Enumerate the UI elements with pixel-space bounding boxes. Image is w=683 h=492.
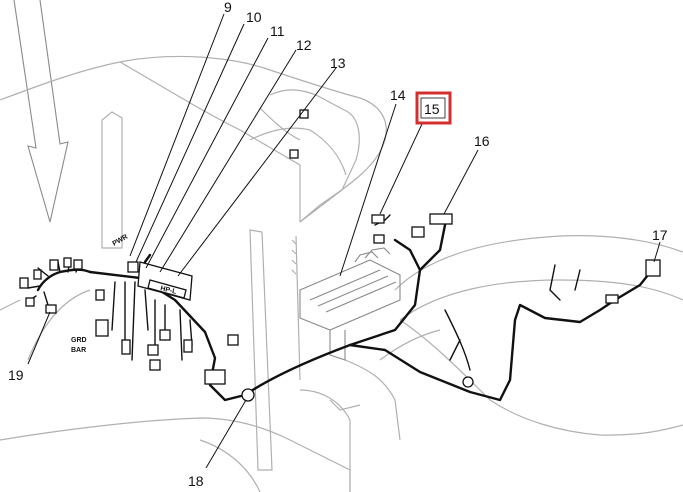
leader-11 [145, 37, 269, 269]
connector [289, 149, 299, 159]
direction-arrow [13, 0, 69, 223]
callout-15-highlight-box [415, 91, 452, 125]
connector [95, 319, 109, 337]
connector [45, 304, 57, 314]
callout-9: 9 [224, 0, 232, 15]
connector [33, 269, 42, 280]
connector [227, 334, 239, 346]
valve-block [299, 247, 401, 361]
connectors [19, 109, 661, 402]
connector [183, 339, 193, 353]
bar-label: BAR [71, 347, 86, 354]
connector [159, 329, 171, 341]
leader-12 [159, 49, 297, 273]
leader-13 [177, 67, 337, 277]
grommet [462, 376, 474, 388]
leader-lines [27, 13, 661, 469]
connector [73, 259, 83, 270]
connector [49, 259, 59, 271]
leader-15 [379, 123, 423, 215]
connector [149, 359, 161, 371]
connector [371, 214, 385, 224]
callout-15: 15 [424, 101, 440, 117]
callouts: 9 10 11 12 13 14 15 16 17 18 19 [8, 0, 668, 489]
connector [429, 213, 453, 225]
grommet [241, 388, 255, 402]
leader-19 [27, 311, 51, 365]
callout-16: 16 [474, 133, 490, 149]
connector [95, 289, 105, 301]
grd-label: GRD [71, 337, 87, 344]
connector [645, 259, 661, 277]
callout-12: 12 [296, 37, 312, 53]
connector [121, 339, 131, 355]
connector [373, 234, 385, 244]
connector [204, 369, 226, 385]
leader-14 [339, 103, 397, 277]
connector [127, 261, 139, 273]
connector [19, 277, 29, 289]
pwr-label: PWR [112, 233, 130, 247]
callout-14: 14 [390, 87, 406, 103]
connector [63, 257, 72, 268]
connector [25, 297, 35, 307]
leader-10 [135, 23, 245, 263]
leader-16 [443, 149, 479, 215]
leader-9 [129, 13, 225, 257]
connector [147, 344, 159, 356]
connector [605, 294, 619, 304]
callout-18: 18 [188, 473, 204, 489]
leader-18 [205, 399, 247, 469]
callout-13: 13 [330, 55, 346, 71]
callout-19: 19 [8, 367, 24, 383]
leader-17 [653, 241, 661, 263]
callout-11: 11 [270, 23, 285, 39]
connector [411, 226, 425, 238]
callout-10: 10 [246, 9, 262, 25]
hpl-label: HP-L [160, 285, 178, 296]
wiring-harness [27, 214, 654, 402]
callout-17: 17 [652, 227, 668, 243]
